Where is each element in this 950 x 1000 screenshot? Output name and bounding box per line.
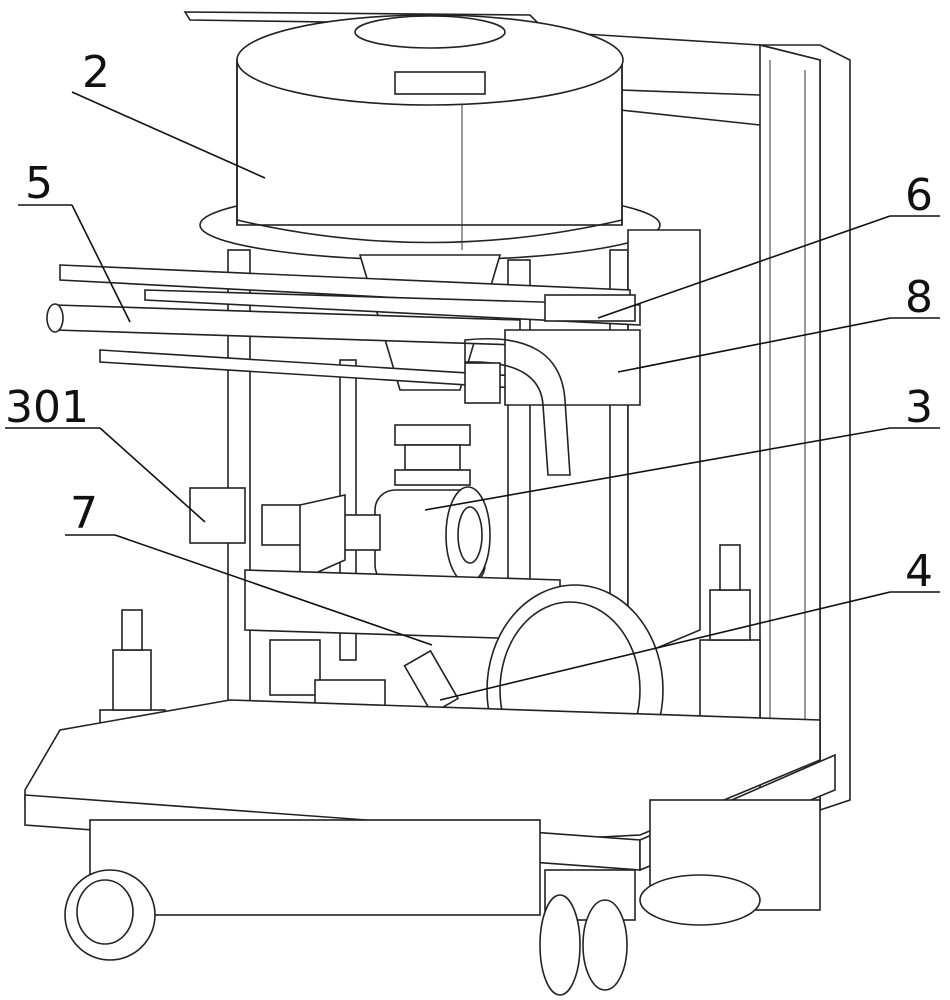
label-4: 4 (905, 546, 933, 597)
label-2: 2 (82, 47, 110, 98)
label-6: 6 (905, 170, 933, 221)
label-8: 8 (905, 272, 933, 323)
label-3: 3 (905, 382, 933, 433)
label-301: 301 (5, 382, 89, 433)
label-5: 5 (25, 158, 53, 209)
label-7: 7 (70, 488, 98, 539)
